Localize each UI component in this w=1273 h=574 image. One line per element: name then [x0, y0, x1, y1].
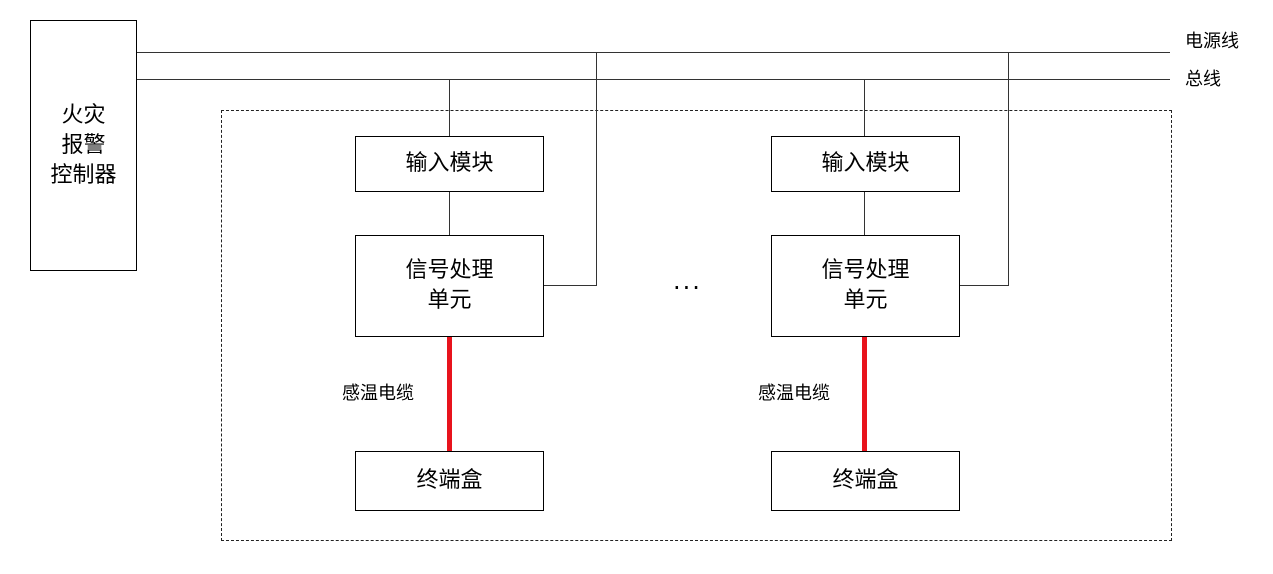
power-drop-2	[1008, 52, 1009, 286]
signal-processor-1: 信号处理 单元	[355, 235, 544, 337]
terminal-box-label: 终端盒	[416, 468, 483, 493]
bus-drop-1	[449, 79, 450, 136]
terminal-box-label: 终端盒	[832, 468, 899, 493]
heat-cable-label-2: 感温电缆	[758, 383, 830, 404]
bus-line-label: 总线	[1185, 69, 1221, 90]
terminal-box-2: 终端盒	[771, 451, 960, 511]
more-units-ellipsis: ···	[673, 274, 702, 302]
bus-drop-2	[864, 79, 865, 136]
signal-processor-label-line-2: 单元	[843, 288, 888, 313]
heat-cable-label-1: 感温电缆	[342, 383, 414, 404]
signal-processor-2: 信号处理 单元	[771, 235, 960, 337]
terminal-box-1: 终端盒	[355, 451, 544, 511]
bus-line	[136, 79, 1170, 80]
signal-processor-label-line-1: 信号处理	[405, 258, 494, 283]
power-feed-1	[544, 285, 597, 286]
input-module-label: 输入模块	[405, 151, 494, 176]
fire-alarm-controller: 火灾 报警 控制器	[30, 20, 137, 271]
controller-label-line-2: 报警	[61, 132, 106, 158]
heat-cable-2	[862, 336, 867, 451]
input-module-label: 输入模块	[821, 151, 910, 176]
signal-processor-label-line-2: 单元	[427, 288, 472, 313]
power-line-label: 电源线	[1185, 31, 1239, 52]
signal-processor-label-line-1: 信号处理	[821, 258, 910, 283]
controller-label-line-3: 控制器	[50, 162, 117, 188]
controller-label-line-1: 火灾	[61, 102, 106, 128]
detection-zone-frame	[221, 110, 1172, 541]
module-link-1	[449, 191, 450, 235]
power-line	[136, 52, 1170, 53]
heat-cable-1	[447, 336, 452, 451]
power-drop-1	[596, 52, 597, 286]
module-link-2	[864, 191, 865, 235]
input-module-1: 输入模块	[355, 136, 544, 192]
input-module-2: 输入模块	[771, 136, 960, 192]
power-feed-2	[959, 285, 1009, 286]
